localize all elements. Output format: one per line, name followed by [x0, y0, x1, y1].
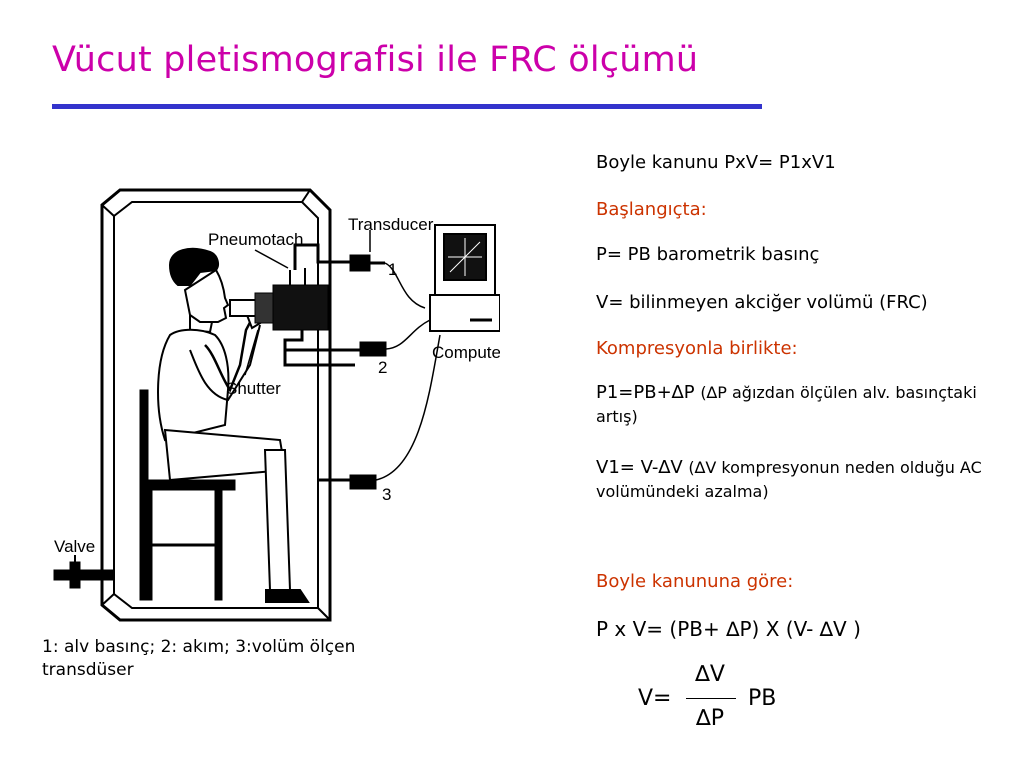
- transducer-2: [359, 341, 387, 357]
- transducer-label: Transducer: [348, 215, 434, 234]
- transducer-3-number: 3: [382, 485, 391, 504]
- pneumotach-device: [229, 268, 329, 331]
- fraction-bar: [686, 698, 736, 699]
- plethysmograph-diagram: Pneumotach Transducer Computer Shutter V…: [53, 188, 507, 622]
- shutter-label: Shutter: [226, 379, 281, 398]
- boyle-result-heading: Boyle kanununa göre:: [596, 571, 794, 592]
- computer-icon: [429, 224, 501, 332]
- page-title: Vücut pletismografisi ile FRC ölçümü: [52, 40, 699, 80]
- v1-formula: V1= V-∆V: [596, 457, 683, 478]
- p-definition: P= PB barometrik basınç: [596, 244, 820, 265]
- boyle-law: Boyle kanunu PxV= P1xV1: [596, 152, 836, 173]
- v1-definition: V1= V-∆V (∆V kompresyonun neden olduğu A…: [596, 456, 1016, 504]
- valve-icon: [53, 555, 115, 589]
- p1-formula: P1=PB+∆P: [596, 382, 695, 403]
- body-plethysmograph-figure: Pneumotach Transducer Computer Shutter V…: [40, 150, 507, 634]
- signal-wires: [375, 262, 441, 481]
- pneumotach-label: Pneumotach: [208, 230, 303, 249]
- v1-note: (∆V kompresyonun neden olduğu AC volümün…: [596, 458, 982, 501]
- p1-note: (∆P ağızdan ölçülen alv. basınçtaki artı…: [596, 383, 977, 426]
- transducer-3: [349, 474, 377, 490]
- transducer-1-number: 1: [388, 260, 397, 279]
- tubing: [283, 243, 365, 482]
- transducer-2-number: 2: [378, 358, 387, 377]
- figure-caption: 1: alv basınç; 2: akım; 3:volüm ölçen tr…: [42, 637, 356, 680]
- title-underline: [52, 104, 762, 109]
- p1-definition: P1=PB+∆P (∆P ağızdan ölçülen alv. basınç…: [596, 381, 1016, 429]
- booth: [100, 188, 332, 622]
- formula-numerator: ∆V: [695, 662, 725, 687]
- initial-heading: Başlangıçta:: [596, 199, 707, 220]
- compression-heading: Kompresyonla birlikte:: [596, 338, 798, 359]
- chair: [139, 389, 236, 601]
- formula-v: V=: [638, 686, 672, 711]
- label-leaders: [244, 230, 371, 376]
- boyle-equation: P x V= (PB+ ∆P) X (V- ∆V ): [596, 617, 861, 641]
- v-definition: V= bilinmeyen akciğer volümü (FRC): [596, 292, 928, 313]
- valve-label: Valve: [54, 537, 95, 556]
- formula-denominator: ∆P: [696, 706, 724, 731]
- formula-pb: PB: [748, 686, 777, 711]
- computer-label: Computer: [432, 343, 500, 362]
- transducer-1: [349, 254, 385, 272]
